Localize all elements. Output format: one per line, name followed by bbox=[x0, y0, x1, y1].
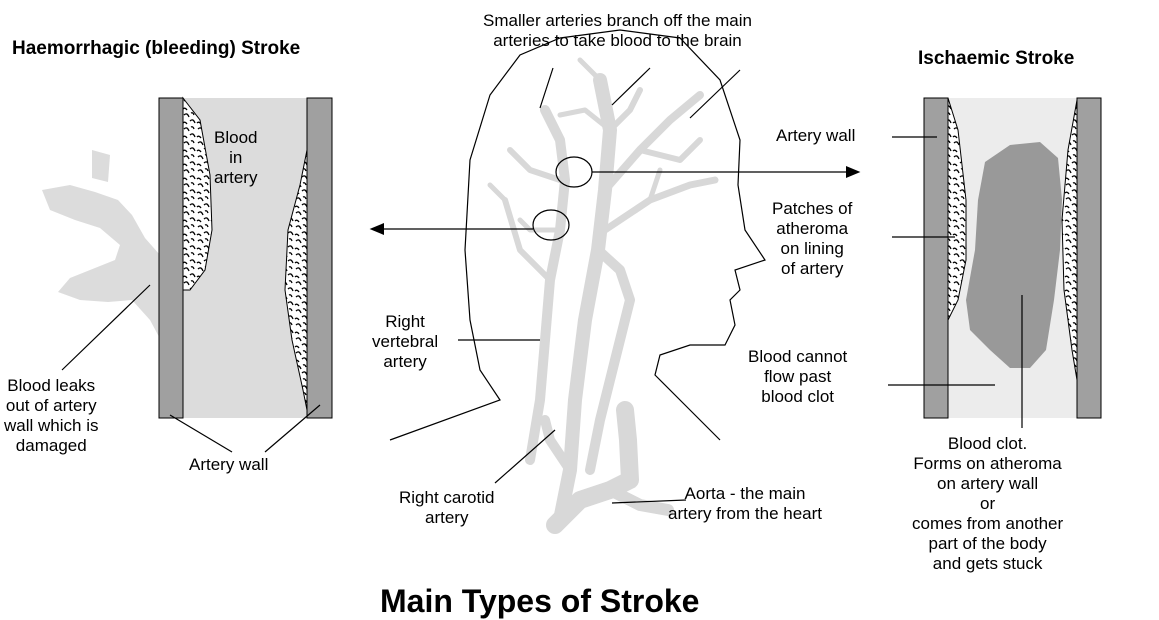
label-blood-leaks: Blood leaks out of artery wall which is … bbox=[4, 376, 98, 456]
haemorrhagic-heading: Haemorrhagic (bleeding) Stroke bbox=[12, 38, 300, 60]
leaked-blood-blob bbox=[92, 150, 110, 182]
label-right-vertebral: Right vertebral artery bbox=[372, 312, 438, 372]
label-patches-of-atheroma: Patches of atheroma on lining of artery bbox=[772, 199, 852, 279]
blood-vessels bbox=[490, 60, 715, 525]
label-right-artery-wall: Artery wall bbox=[776, 126, 855, 146]
right-artery-wall-right bbox=[1077, 98, 1101, 418]
main-title: Main Types of Stroke bbox=[380, 583, 699, 620]
label-left-artery-wall: Artery wall bbox=[189, 455, 268, 475]
ischaemic-artery bbox=[924, 98, 1101, 418]
label-blood-cannot-flow: Blood cannot flow past blood clot bbox=[748, 347, 847, 407]
right-artery-wall-left bbox=[924, 98, 948, 418]
haemorrhagic-artery bbox=[42, 98, 332, 418]
label-blood-in-artery: Blood in artery bbox=[214, 128, 257, 188]
label-right-carotid: Right carotid artery bbox=[399, 488, 494, 528]
label-blood-clot: Blood clot. Forms on atheroma on artery … bbox=[912, 434, 1063, 574]
ischaemic-heading: Ischaemic Stroke bbox=[918, 48, 1074, 70]
left-artery-wall-left bbox=[159, 98, 183, 418]
label-aorta: Aorta - the main artery from the heart bbox=[668, 484, 822, 524]
left-artery-wall-right bbox=[307, 98, 332, 418]
label-smaller-arteries: Smaller arteries branch off the main art… bbox=[483, 11, 752, 51]
